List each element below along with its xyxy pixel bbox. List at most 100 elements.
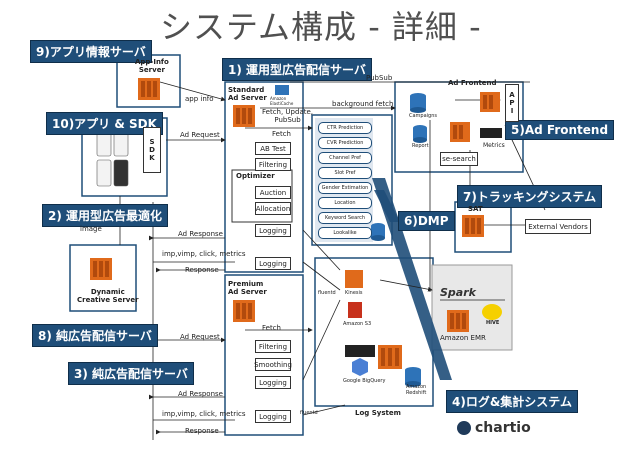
es-search-box: se-search [440, 152, 478, 166]
dmp-item: Keyword Search [318, 212, 372, 224]
dmp-item: Lookalike [318, 227, 372, 239]
log-system-label: Log System [355, 409, 401, 417]
smoothing-box: Smoothing [254, 358, 292, 371]
spark-logo [437, 285, 482, 299]
campaigns-label: Campaigns [409, 113, 438, 119]
callout-dmp: 6)DMP [398, 211, 455, 231]
callout-app-info: 9)アプリ情報サーバ [30, 40, 152, 63]
emr-label: Amazon EMR [440, 334, 486, 342]
page-title: システム構成 - 詳細 - [160, 8, 482, 46]
s3-icon [348, 302, 362, 318]
ab-test-box: AB Test [255, 142, 291, 155]
app-info-arrow-label: app info [185, 95, 214, 103]
dmp-item: CTR Prediction [318, 122, 372, 134]
image-label: image [80, 225, 102, 233]
s3-label: Amazon S3 [343, 321, 372, 327]
report-label: Report [412, 143, 429, 149]
spark-label: Spark [440, 286, 476, 299]
response-label-1: Response [185, 266, 219, 274]
app-screenshot-3 [113, 159, 129, 187]
sat-label: SAT [468, 205, 483, 213]
dmp-item: Slot Pref [318, 167, 372, 179]
es-search-server-icon [450, 122, 470, 142]
filtering-box-1: Filtering [255, 158, 291, 171]
background-fetch-label: background fetch [332, 100, 394, 108]
api-server-icon [480, 92, 500, 112]
callout-premium-3: 3) 純広告配信サーバ [68, 362, 194, 385]
ad-frontend-label: Ad Frontend [448, 79, 497, 87]
dmp-ribbon [374, 190, 400, 222]
app-screenshot-4 [96, 159, 112, 187]
callout-ad-server: 1) 運用型広告配信サーバ [222, 58, 372, 81]
callout-premium-8: 8) 純広告配信サーバ [32, 324, 158, 347]
standard-ad-server-icon [233, 105, 255, 127]
premium-ad-server-label: Premium Ad Server [228, 280, 267, 296]
redshift-icon [405, 367, 421, 387]
log-server-icon [378, 345, 402, 369]
kinesis-icon [345, 270, 363, 288]
app-info-server-icon [138, 78, 160, 100]
fluentd-dark-box [345, 345, 375, 357]
ad-request-label-2: Ad Request [180, 333, 220, 341]
dynamic-creative-label: Dynamic Creative Server [77, 288, 139, 304]
callout-ad-frontend: 5)Ad Frontend [505, 120, 615, 140]
redshift-label: Amazon Redshift [406, 384, 427, 396]
premium-ad-server-box [224, 274, 304, 436]
chartio-icon [457, 421, 471, 435]
fetch-label-2: Fetch [262, 324, 281, 332]
kinesis-label: Kinesis [345, 290, 363, 296]
hive-label: HIVE [486, 320, 500, 326]
bigquery-label: Google BigQuery [343, 378, 386, 384]
optimizer-label: Optimizer [236, 172, 275, 180]
dynamic-creative-group-box [69, 244, 137, 312]
logging-box-2: Logging [255, 257, 291, 270]
bigquery-icon [352, 358, 368, 376]
log-ribbon [372, 178, 452, 380]
ad-response-label-2: Ad Response [178, 390, 223, 398]
filtering-box-2: Filtering [255, 340, 291, 353]
logging-box-4: Logging [255, 410, 291, 423]
dmp-box [311, 114, 393, 246]
imp-label-1: imp,vimp, click, metrics [162, 250, 246, 258]
fluentd-label-2: fluentd [300, 410, 318, 416]
dynamic-creative-server-icon [90, 258, 112, 280]
callout-log-system: 4)ログ&集計システム [446, 390, 578, 413]
sdk-box: S D K [143, 127, 161, 173]
api-box: A P I [505, 84, 519, 122]
logging-box-1: Logging [255, 224, 291, 237]
auction-box: Auction [255, 186, 291, 199]
allocation-box: Allocation [255, 202, 291, 215]
sat-server-icon [462, 215, 484, 237]
response-label-2: Response [185, 427, 219, 435]
ad-response-label-1: Ad Response [178, 230, 223, 238]
fetch-update-label: Fetch, Update, PubSub [262, 108, 314, 124]
dmp-db-icon [371, 223, 385, 241]
campaigns-db-icon [410, 93, 426, 113]
metrics-label: Metrics [483, 142, 505, 149]
dmp-item: Channel Pref [318, 152, 372, 164]
imp-label-2: imp,vimp, click, metrics [162, 410, 246, 418]
dmp-item: Location [318, 197, 372, 209]
app-info-server-label: App-Info Server [135, 58, 169, 74]
standard-ad-server-box [224, 81, 304, 273]
dmp-item: Gender Estimation [318, 182, 372, 194]
elasticache-label: Amazon ElastiCache [270, 96, 294, 106]
premium-ad-server-icon [233, 300, 255, 322]
chartio-label: chartio [475, 420, 531, 436]
pubsub-label: PubSub [366, 74, 393, 82]
fluentd-label-1: fluentd [318, 290, 336, 296]
metrics-dark-box [480, 128, 502, 138]
logging-box-3: Logging [255, 376, 291, 389]
fetch-label-1: Fetch [272, 130, 291, 138]
elasticache-icon [275, 85, 289, 95]
report-db-icon [413, 125, 427, 143]
external-vendors-box: External Vendors [525, 219, 591, 234]
callout-optimizer: 2) 運用型広告最適化 [42, 204, 169, 227]
hive-logo [482, 304, 502, 320]
callout-app-sdk: 10)アプリ & SDK [46, 112, 163, 135]
ad-request-label-1: Ad Request [180, 131, 220, 139]
callout-tracking: 7)トラッキングシステム [457, 185, 603, 208]
standard-ad-server-label: Standard Ad Server [228, 86, 267, 102]
dmp-item: CVR Prediction [318, 137, 372, 149]
emr-icon [447, 310, 469, 332]
